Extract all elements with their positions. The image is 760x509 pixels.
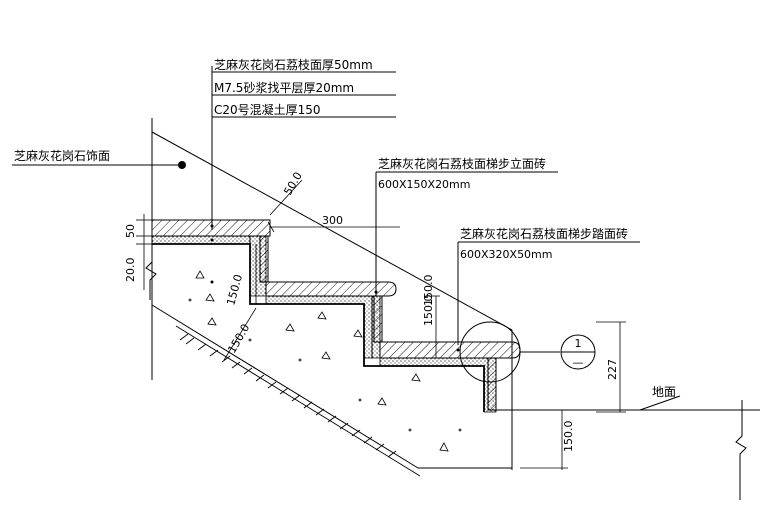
detail-callout: [459, 321, 596, 383]
ground-label: 地面: [652, 385, 676, 399]
dim-150-riser2: 150.0: [422, 295, 435, 327]
granite-treads: [151, 219, 521, 359]
layer-concrete: C20号混凝土厚150: [214, 102, 321, 117]
leader-dots: [178, 161, 460, 352]
break-lines: [145, 261, 747, 500]
riser-1: [259, 235, 269, 283]
layer-mortar: M7.5砂浆找平层厚20mm: [214, 80, 354, 95]
dim-150-diag: 150.0: [225, 322, 252, 356]
tread-tile-size: 600X320X50mm: [460, 248, 553, 261]
dim-150-riser3: 150.0: [422, 275, 435, 307]
riser-3: [487, 357, 497, 411]
dim-227: 227: [606, 359, 619, 380]
dim-150-bottom: 150.0: [562, 421, 575, 453]
tread-tile-name: 芝麻灰花岗石荔枝面梯步踏面砖: [460, 226, 628, 241]
dim-50-left: 50: [124, 224, 137, 238]
tread-3: [379, 341, 521, 359]
leader-lines: [12, 66, 681, 411]
tread-1: [151, 219, 271, 237]
dim-300: 300: [322, 214, 343, 227]
dim-150-riser1: 150.0: [224, 273, 245, 307]
layer-granite: 芝麻灰花岗石荔枝面厚50mm: [214, 57, 373, 72]
facing-label: 芝麻灰花岗石饰面: [14, 148, 110, 163]
tread-2: [265, 281, 397, 297]
dim-50-diag: 50.0: [281, 170, 305, 198]
riser-tile-size: 600X150X20mm: [378, 178, 471, 191]
dimension-lines: [136, 179, 626, 470]
dim-20-left: 20.0: [124, 258, 137, 283]
riser-tiles: [259, 235, 497, 411]
concrete-aggregate: [188, 270, 462, 452]
concrete-step-line: [152, 243, 485, 412]
detail-mark-bottom: —: [573, 356, 584, 369]
mortar-layer: [151, 235, 497, 413]
earth-hatch: [175, 325, 421, 477]
detail-mark-top: 1: [575, 337, 582, 350]
riser-2: [373, 295, 383, 343]
riser-tile-name: 芝麻灰花岗石荔枝面梯步立面砖: [378, 156, 546, 171]
